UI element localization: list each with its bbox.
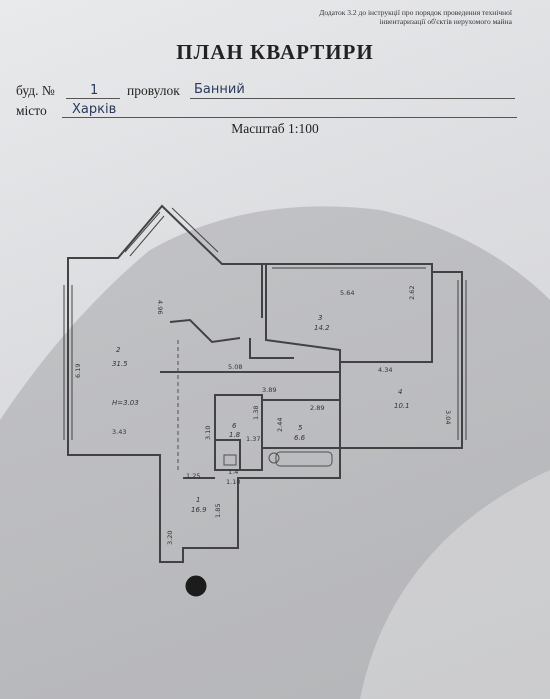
city-name: Харків [72, 102, 117, 117]
dim-3-10: 3.10 [204, 426, 212, 440]
scale-label: Масштаб 1:100 [231, 121, 319, 136]
room-3-number: 3 [318, 314, 322, 322]
wall-hall [222, 263, 263, 318]
wall-wc [214, 394, 263, 471]
toilet-icon [268, 452, 280, 464]
ceiling-height: H=3.03 [112, 399, 139, 407]
room-2-area: 31.5 [112, 360, 128, 368]
outer-wall [67, 204, 463, 563]
dim-1-85: 1.85 [214, 504, 222, 518]
wall-closet [169, 318, 241, 344]
dim-1-4: 1.4 [228, 468, 238, 476]
window-bay-right [167, 207, 219, 257]
room-4-number: 4 [398, 388, 402, 396]
dim-1-38: 1.38 [252, 406, 260, 420]
window-left [63, 285, 73, 440]
dim-2-89: 2.89 [310, 404, 324, 412]
building-label: буд. № [16, 83, 55, 98]
building-underline [66, 98, 120, 99]
dim-1-37: 1.37 [246, 435, 260, 443]
city-label: місто [16, 103, 47, 118]
street-name: Банний [194, 82, 245, 97]
window-right [457, 280, 467, 440]
redaction-mark [185, 575, 207, 597]
sink-icon [223, 454, 237, 466]
city-underline [62, 117, 517, 118]
dim-1-10: 1.10 [226, 478, 240, 486]
dim-6-19: 6.19 [74, 364, 82, 378]
dim-3-20: 3.20 [166, 531, 174, 545]
dim-3-43: 3.43 [112, 428, 126, 436]
wall-room3 [265, 264, 433, 363]
room-6-area: 1.8 [229, 431, 241, 439]
room-4-area: 10.1 [394, 402, 410, 410]
room-2-number: 2 [116, 346, 121, 354]
window-bay-left [124, 211, 165, 257]
dim-4-34: 4.34 [378, 366, 392, 374]
wall-small [215, 439, 241, 470]
dim-4-96: 4.96 [156, 300, 164, 314]
appendix-note: Додаток 3.2 до інструкції про порядок пр… [319, 8, 512, 26]
room-5-number: 5 [298, 424, 303, 432]
wall-pillar [249, 338, 294, 359]
dim-3-89: 3.89 [262, 386, 276, 394]
street-underline [190, 98, 515, 99]
page-title: ПЛАН КВАРТИРИ [176, 40, 374, 64]
dim-2-44: 2.44 [276, 418, 284, 432]
street-label: провулок [127, 83, 180, 98]
dim-3-04: 3.04 [444, 410, 452, 424]
room-3-area: 14.2 [314, 324, 330, 332]
room-6-number: 6 [232, 422, 237, 430]
building-number: 1 [90, 83, 99, 98]
dim-1-25: 1.25 [186, 472, 200, 480]
room-1-area: 16.9 [191, 506, 207, 514]
bathtub-icon [275, 451, 333, 467]
dim-5-08: 5.08 [228, 363, 242, 371]
room-5-area: 6.6 [294, 434, 306, 442]
dim-2-62: 2.62 [408, 286, 416, 300]
room-1-number: 1 [196, 496, 200, 504]
dim-5-64: 5.64 [340, 289, 354, 297]
